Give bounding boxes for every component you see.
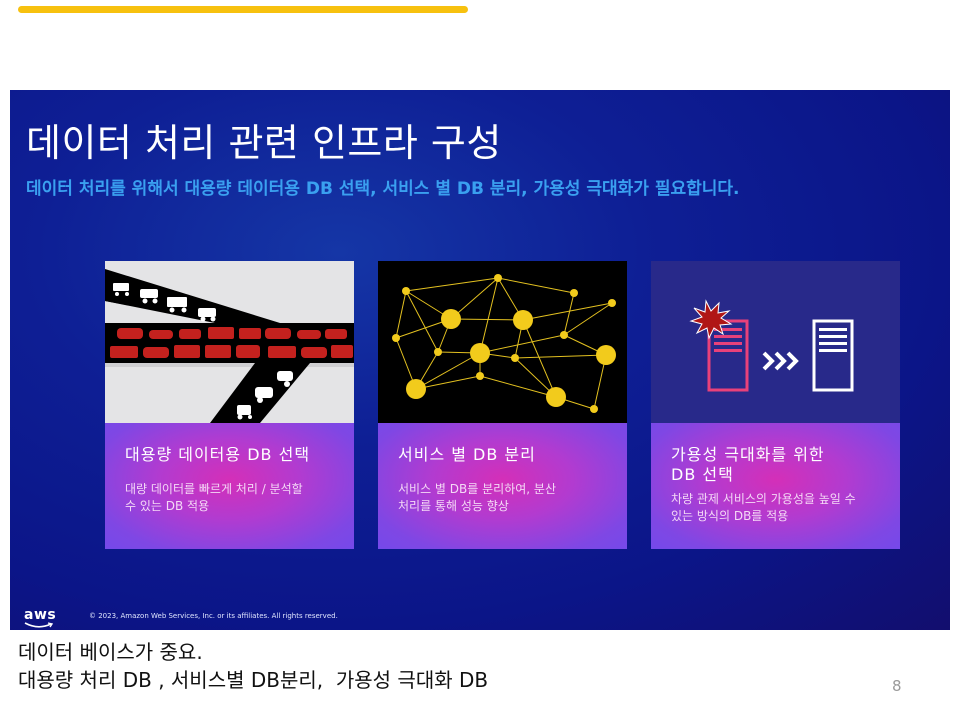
card-description: 서비스 별 DB를 분리하여, 분산 처리를 통해 성능 향상 xyxy=(398,482,556,513)
card-title: 가용성 극대화를 위한 DB 선택 xyxy=(671,445,825,484)
network-graph-illustration xyxy=(378,261,627,423)
card-description: 차량 관제 서비스의 가용성을 높일 수 있는 방식의 DB를 적용 xyxy=(671,492,856,523)
server-failover-illustration xyxy=(651,261,900,423)
copyright-text: © 2023, Amazon Web Services, Inc. or its… xyxy=(89,612,338,620)
page-number: 8 xyxy=(892,677,902,695)
card-text-area: 가용성 극대화를 위한 DB 선택 차량 관제 서비스의 가용성을 높일 수 있… xyxy=(651,423,900,549)
card-title: 대용량 데이터용 DB 선택 xyxy=(125,445,311,464)
traffic-jam-illustration xyxy=(105,261,354,423)
progress-bar xyxy=(18,6,468,13)
card-large-data-db: 대용량 데이터용 DB 선택 대량 데이터를 빠르게 처리 / 분석할 수 있는… xyxy=(105,261,354,549)
slide-subtitle: 데이터 처리를 위해서 대용량 데이터용 DB 선택, 서비스 별 DB 분리,… xyxy=(26,179,740,199)
card-title: 서비스 별 DB 분리 xyxy=(398,445,536,464)
aws-smile-icon xyxy=(24,622,54,628)
aws-logo: aws xyxy=(24,607,56,628)
card-service-db-split: 서비스 별 DB 분리 서비스 별 DB를 분리하여, 분산 처리를 통해 성능… xyxy=(378,261,627,549)
card-description: 대량 데이터를 빠르게 처리 / 분석할 수 있는 DB 적용 xyxy=(125,482,303,513)
card-text-area: 대용량 데이터용 DB 선택 대량 데이터를 빠르게 처리 / 분석할 수 있는… xyxy=(105,423,354,549)
card-text-area: 서비스 별 DB 분리 서비스 별 DB를 분리하여, 분산 처리를 통해 성능… xyxy=(378,423,627,549)
card-availability-db: 가용성 극대화를 위한 DB 선택 차량 관제 서비스의 가용성을 높일 수 있… xyxy=(651,261,900,549)
speaker-notes: 데이터 베이스가 중요. 대용량 처리 DB , 서비스별 DB분리, 가용성 … xyxy=(18,640,489,692)
slide-title: 데이터 처리 관련 인프라 구성 xyxy=(26,121,502,165)
slide: 데이터 처리 관련 인프라 구성 데이터 처리를 위해서 대용량 데이터용 DB… xyxy=(10,90,950,630)
